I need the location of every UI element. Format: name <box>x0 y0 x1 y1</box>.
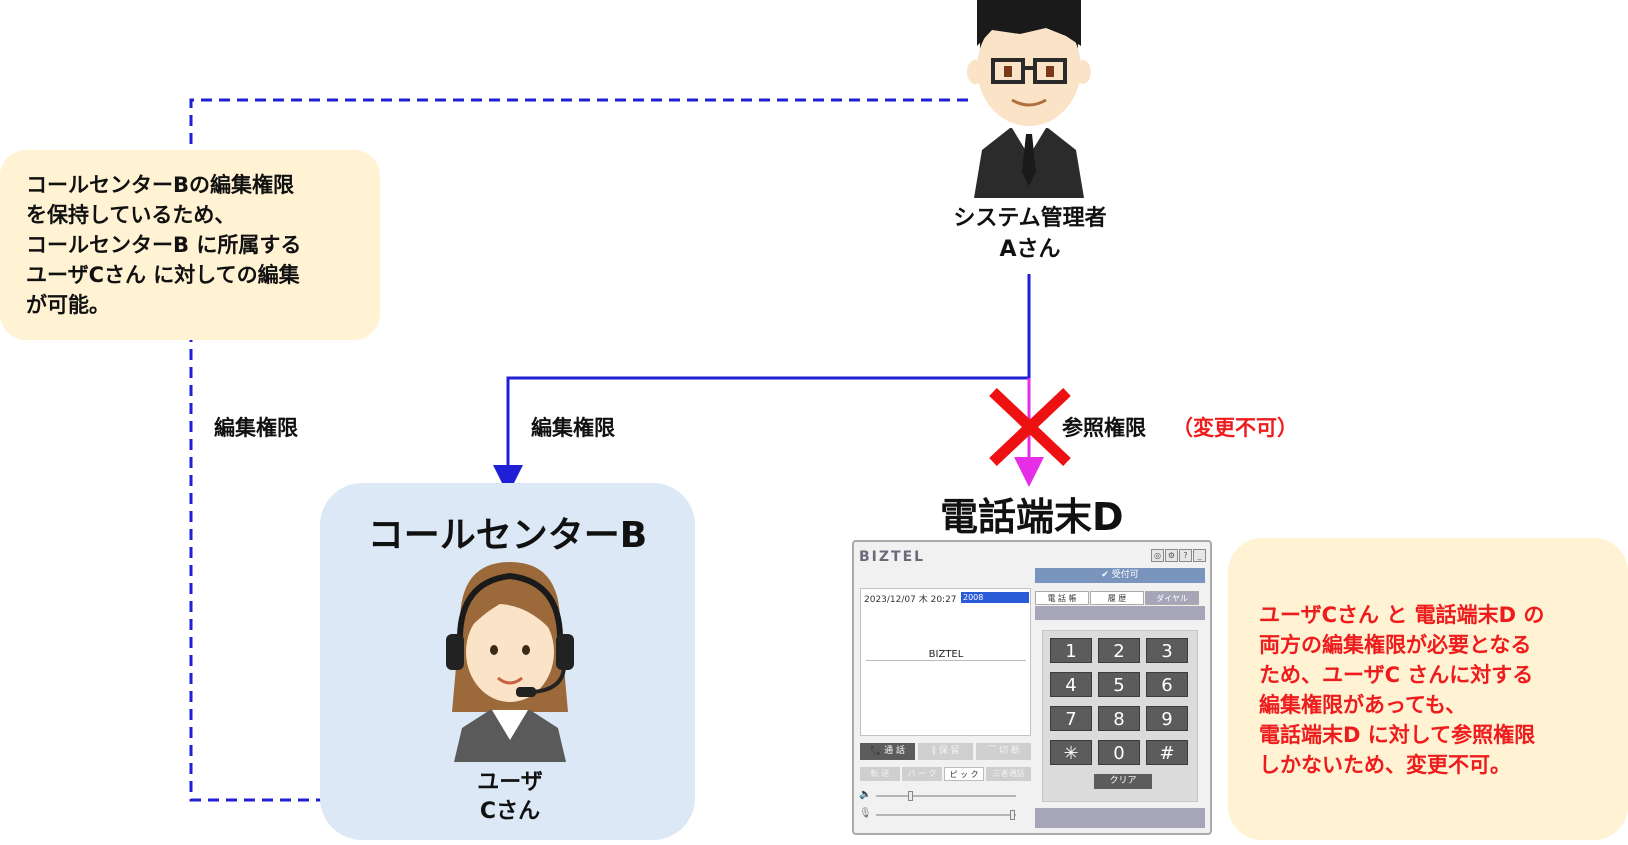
screen-label: BIZTEL <box>928 649 964 660</box>
admin-avatar-icon <box>967 0 1091 198</box>
call-screen <box>860 588 1031 736</box>
call-center-title: コールセンターB <box>367 515 648 556</box>
extension-select[interactable]: 2008 <box>961 592 1029 603</box>
speaker-volume-knob[interactable] <box>908 791 913 801</box>
right-note-line: ユーザCさん と 電話端末D の <box>1259 603 1545 627</box>
right-note-line: 編集権限があっても、 <box>1259 693 1467 717</box>
denied-cross-icon <box>989 388 1071 466</box>
left-note-text: コールセンターBの編集権限 を保持しているため、 コールセンターB に所属する … <box>26 170 371 320</box>
window-controls: ◎⚙?_ <box>1151 549 1207 568</box>
right-note-box <box>1228 538 1628 840</box>
help-icon[interactable]: ? <box>1179 549 1192 562</box>
device-title: 電話端末D <box>940 495 1124 539</box>
hold-button[interactable]: ∥ 保 留 <box>918 743 973 760</box>
user-c-label: ユーザ Cさん <box>420 768 600 826</box>
speaker-icon: 🔈 <box>859 789 872 800</box>
minimize-icon[interactable]: _ <box>1193 549 1206 562</box>
microphone-icon: 🎙 <box>859 808 872 819</box>
clear-button[interactable]: クリア <box>1094 774 1152 789</box>
admin-label: システム管理者 Aさん <box>915 203 1145 265</box>
key-6[interactable]: 6 <box>1146 672 1188 697</box>
operator-avatar-icon <box>446 562 574 762</box>
key-0[interactable]: 0 <box>1098 740 1140 765</box>
mic-volume-knob[interactable] <box>1010 810 1015 820</box>
tab-strip <box>1035 606 1205 620</box>
solid-edit-line <box>493 274 1031 495</box>
key-star[interactable]: ✳ <box>1050 740 1092 765</box>
dashed-edit-line <box>189 98 968 815</box>
transfer-button[interactable]: 転 送 <box>860 767 900 781</box>
key-hash[interactable]: # <box>1146 740 1188 765</box>
key-4[interactable]: 4 <box>1050 672 1092 697</box>
right-note-line: しかないため、変更不可。 <box>1259 753 1511 777</box>
view-permission-label: 参照権限 <box>1062 416 1146 440</box>
tab-history[interactable]: 履 歴 <box>1090 591 1144 605</box>
left-note-box <box>0 150 380 340</box>
hangup-button[interactable]: ⌒ 切 断 <box>976 743 1031 760</box>
left-note-line: コールセンターB に所属する <box>26 233 302 257</box>
right-note-line: 両方の編集権限が必要となる <box>1259 633 1532 657</box>
biztel-logo: BIZTEL <box>859 549 926 565</box>
admin-name: Aさん <box>999 237 1061 262</box>
gear-icon[interactable]: ⚙ <box>1165 549 1178 562</box>
right-note-line: 電話端末D に対して参照権限 <box>1259 723 1536 747</box>
left-note-line: が可能。 <box>26 293 110 317</box>
phone-tabs: 電 話 帳履 歴ダイヤル <box>1035 591 1200 610</box>
screen-divider <box>866 660 1026 661</box>
edit-permission-label-user: 編集権限 <box>214 416 298 440</box>
key-9[interactable]: 9 <box>1146 706 1188 731</box>
key-1[interactable]: 1 <box>1050 638 1092 663</box>
bottom-strip <box>1035 808 1205 828</box>
edit-permission-label-center: 編集権限 <box>531 416 615 440</box>
speaker-volume-slider[interactable] <box>876 795 1016 797</box>
right-note-line: ため、ユーザC さんに対する <box>1259 663 1534 687</box>
status-bar[interactable]: ✔ 受付可 <box>1035 568 1205 583</box>
left-note-line: コールセンターBの編集権限 <box>26 173 295 197</box>
key-7[interactable]: 7 <box>1050 706 1092 731</box>
datetime: 2023/12/07 木 20:27 <box>864 595 957 605</box>
pick-button[interactable]: ピ ッ ク <box>944 767 984 781</box>
headset-icon[interactable]: ◎ <box>1151 549 1164 562</box>
key-3[interactable]: 3 <box>1146 638 1188 663</box>
mic-volume-slider[interactable] <box>876 814 1016 816</box>
left-note-line: を保持しているため、 <box>26 203 236 227</box>
three-way-button[interactable]: 三者通話 <box>986 767 1031 781</box>
user-role: ユーザ <box>477 770 543 795</box>
view-permission-note: （変更不可） <box>1172 416 1298 440</box>
tab-dial[interactable]: ダイヤル <box>1145 591 1199 605</box>
user-name: Cさん <box>479 799 541 824</box>
key-2[interactable]: 2 <box>1098 638 1140 663</box>
tab-phonebook[interactable]: 電 話 帳 <box>1035 591 1089 605</box>
admin-role: システム管理者 <box>953 206 1107 231</box>
key-5[interactable]: 5 <box>1098 672 1140 697</box>
call-button[interactable]: 📞 通 話 <box>860 743 915 760</box>
left-note-line: ユーザCさん に対しての編集 <box>26 263 300 287</box>
key-8[interactable]: 8 <box>1098 706 1140 731</box>
park-button[interactable]: パ ー ク <box>902 767 942 781</box>
right-note-text: ユーザCさん と 電話端末D の 両方の編集権限が必要となる ため、ユーザC さ… <box>1259 600 1619 780</box>
